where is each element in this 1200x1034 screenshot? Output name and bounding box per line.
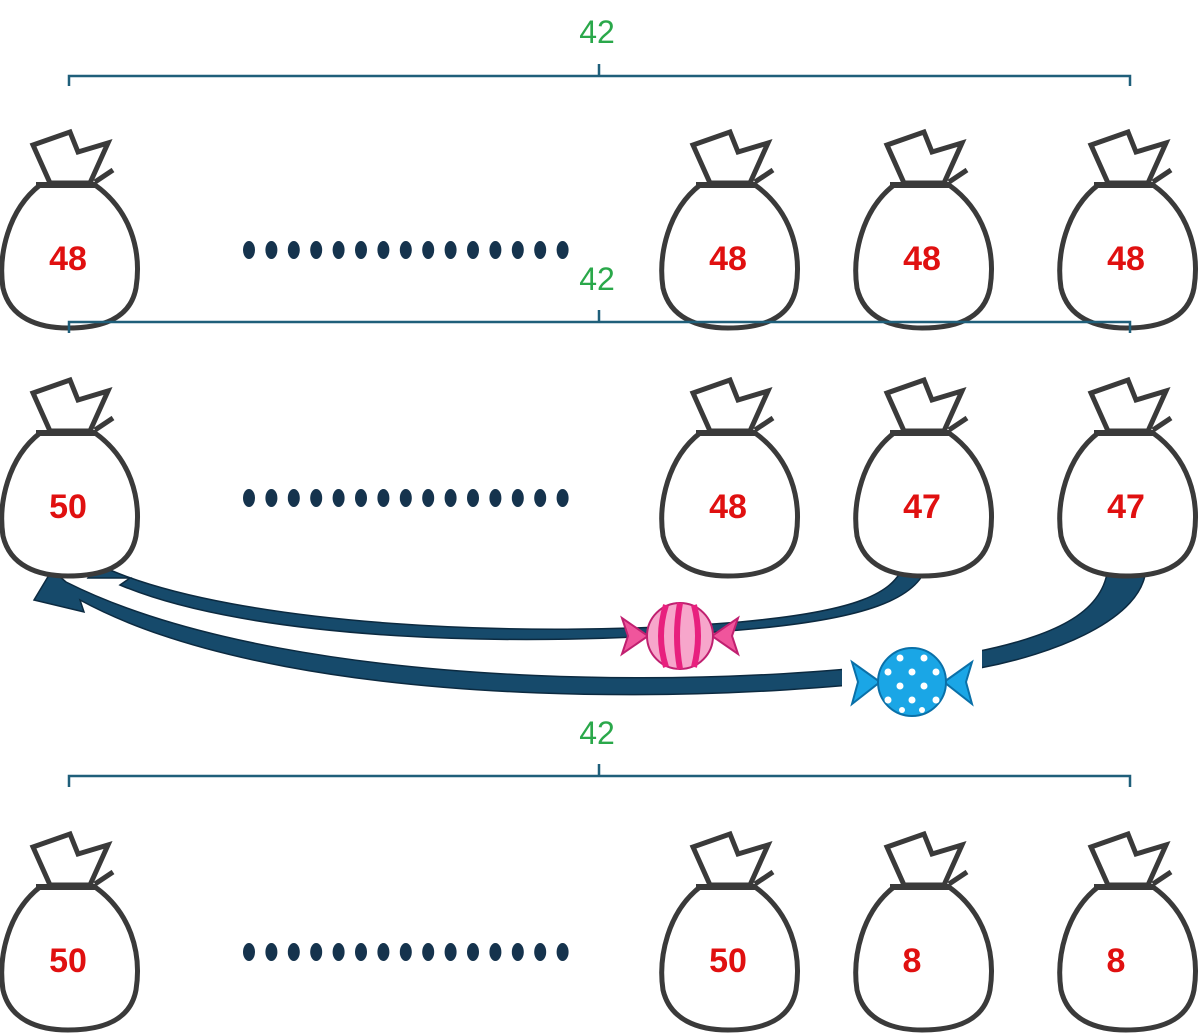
dot (377, 489, 390, 507)
money-bag-icon (1060, 380, 1196, 576)
money-bag-icon (1060, 132, 1196, 328)
dot (310, 241, 323, 259)
curved-arrow-icon (86, 557, 929, 641)
dot (265, 943, 278, 961)
total-label: 42 (579, 14, 615, 50)
money-bag-icon (662, 132, 798, 328)
dot (489, 241, 502, 259)
bracket (67, 764, 1132, 787)
dot (422, 943, 435, 961)
ellipsis-dots (243, 943, 569, 961)
dot (556, 241, 569, 259)
dot (534, 489, 547, 507)
row-3: 42 50 50 8 8 (2, 715, 1196, 1030)
bag-count: 48 (709, 488, 747, 526)
money-bag-icon (2, 380, 138, 576)
candy-blue-icon (842, 642, 982, 722)
bag-count: 47 (903, 488, 941, 526)
dot (489, 943, 502, 961)
bag-count: 47 (1107, 488, 1145, 526)
dot (332, 489, 345, 507)
bracket (67, 64, 1132, 86)
dot (287, 241, 300, 259)
dot (534, 241, 547, 259)
dot (534, 943, 547, 961)
money-bag-icon (662, 380, 798, 576)
money-bag-icon (856, 834, 992, 1030)
dot (265, 241, 278, 259)
row-2: 42 50 48 47 47 (2, 261, 1196, 576)
bag-count: 8 (1107, 942, 1126, 980)
bag-count: 50 (49, 942, 87, 980)
dot (556, 943, 569, 961)
total-label: 42 (579, 261, 615, 297)
dot (422, 241, 435, 259)
dot (377, 241, 390, 259)
row-1: 42 48 48 48 48 (2, 14, 1196, 328)
dot (310, 943, 323, 961)
bag-count: 48 (709, 240, 747, 278)
money-bag-icon (856, 380, 992, 576)
dot (467, 489, 479, 507)
dot (355, 241, 367, 259)
dot (243, 943, 255, 961)
dot (467, 241, 479, 259)
dot (399, 489, 412, 507)
dot (511, 489, 524, 507)
dot (355, 489, 367, 507)
bag-count: 50 (709, 942, 747, 980)
money-bag-icon (1060, 834, 1196, 1030)
dot (287, 489, 300, 507)
dot (422, 489, 435, 507)
dot (310, 489, 323, 507)
dot (467, 943, 479, 961)
dot (444, 241, 457, 259)
dot (243, 489, 255, 507)
candy-pink-icon (620, 602, 740, 670)
dot (355, 943, 367, 961)
money-bag-icon (662, 834, 798, 1030)
bag-count: 48 (1107, 240, 1145, 278)
bracket (67, 310, 1132, 333)
bag-count: 50 (49, 488, 87, 526)
dot (332, 943, 345, 961)
dot (399, 943, 412, 961)
dot (444, 489, 457, 507)
dot (377, 943, 390, 961)
dot (489, 489, 502, 507)
dot (332, 241, 345, 259)
ellipsis-dots (243, 241, 569, 259)
dot (444, 943, 457, 961)
total-label: 42 (579, 715, 615, 751)
money-bag-icon (2, 132, 138, 328)
ellipsis-dots (243, 489, 569, 507)
dot (511, 241, 524, 259)
bag-count: 48 (903, 240, 941, 278)
money-bag-icon (2, 834, 138, 1030)
dot (265, 489, 278, 507)
bag-count: 8 (903, 942, 922, 980)
dot (243, 241, 255, 259)
dot (556, 489, 569, 507)
dot (287, 943, 300, 961)
bag-count: 48 (49, 240, 87, 278)
money-bag-icon (856, 132, 992, 328)
dot (399, 241, 412, 259)
dot (511, 943, 524, 961)
